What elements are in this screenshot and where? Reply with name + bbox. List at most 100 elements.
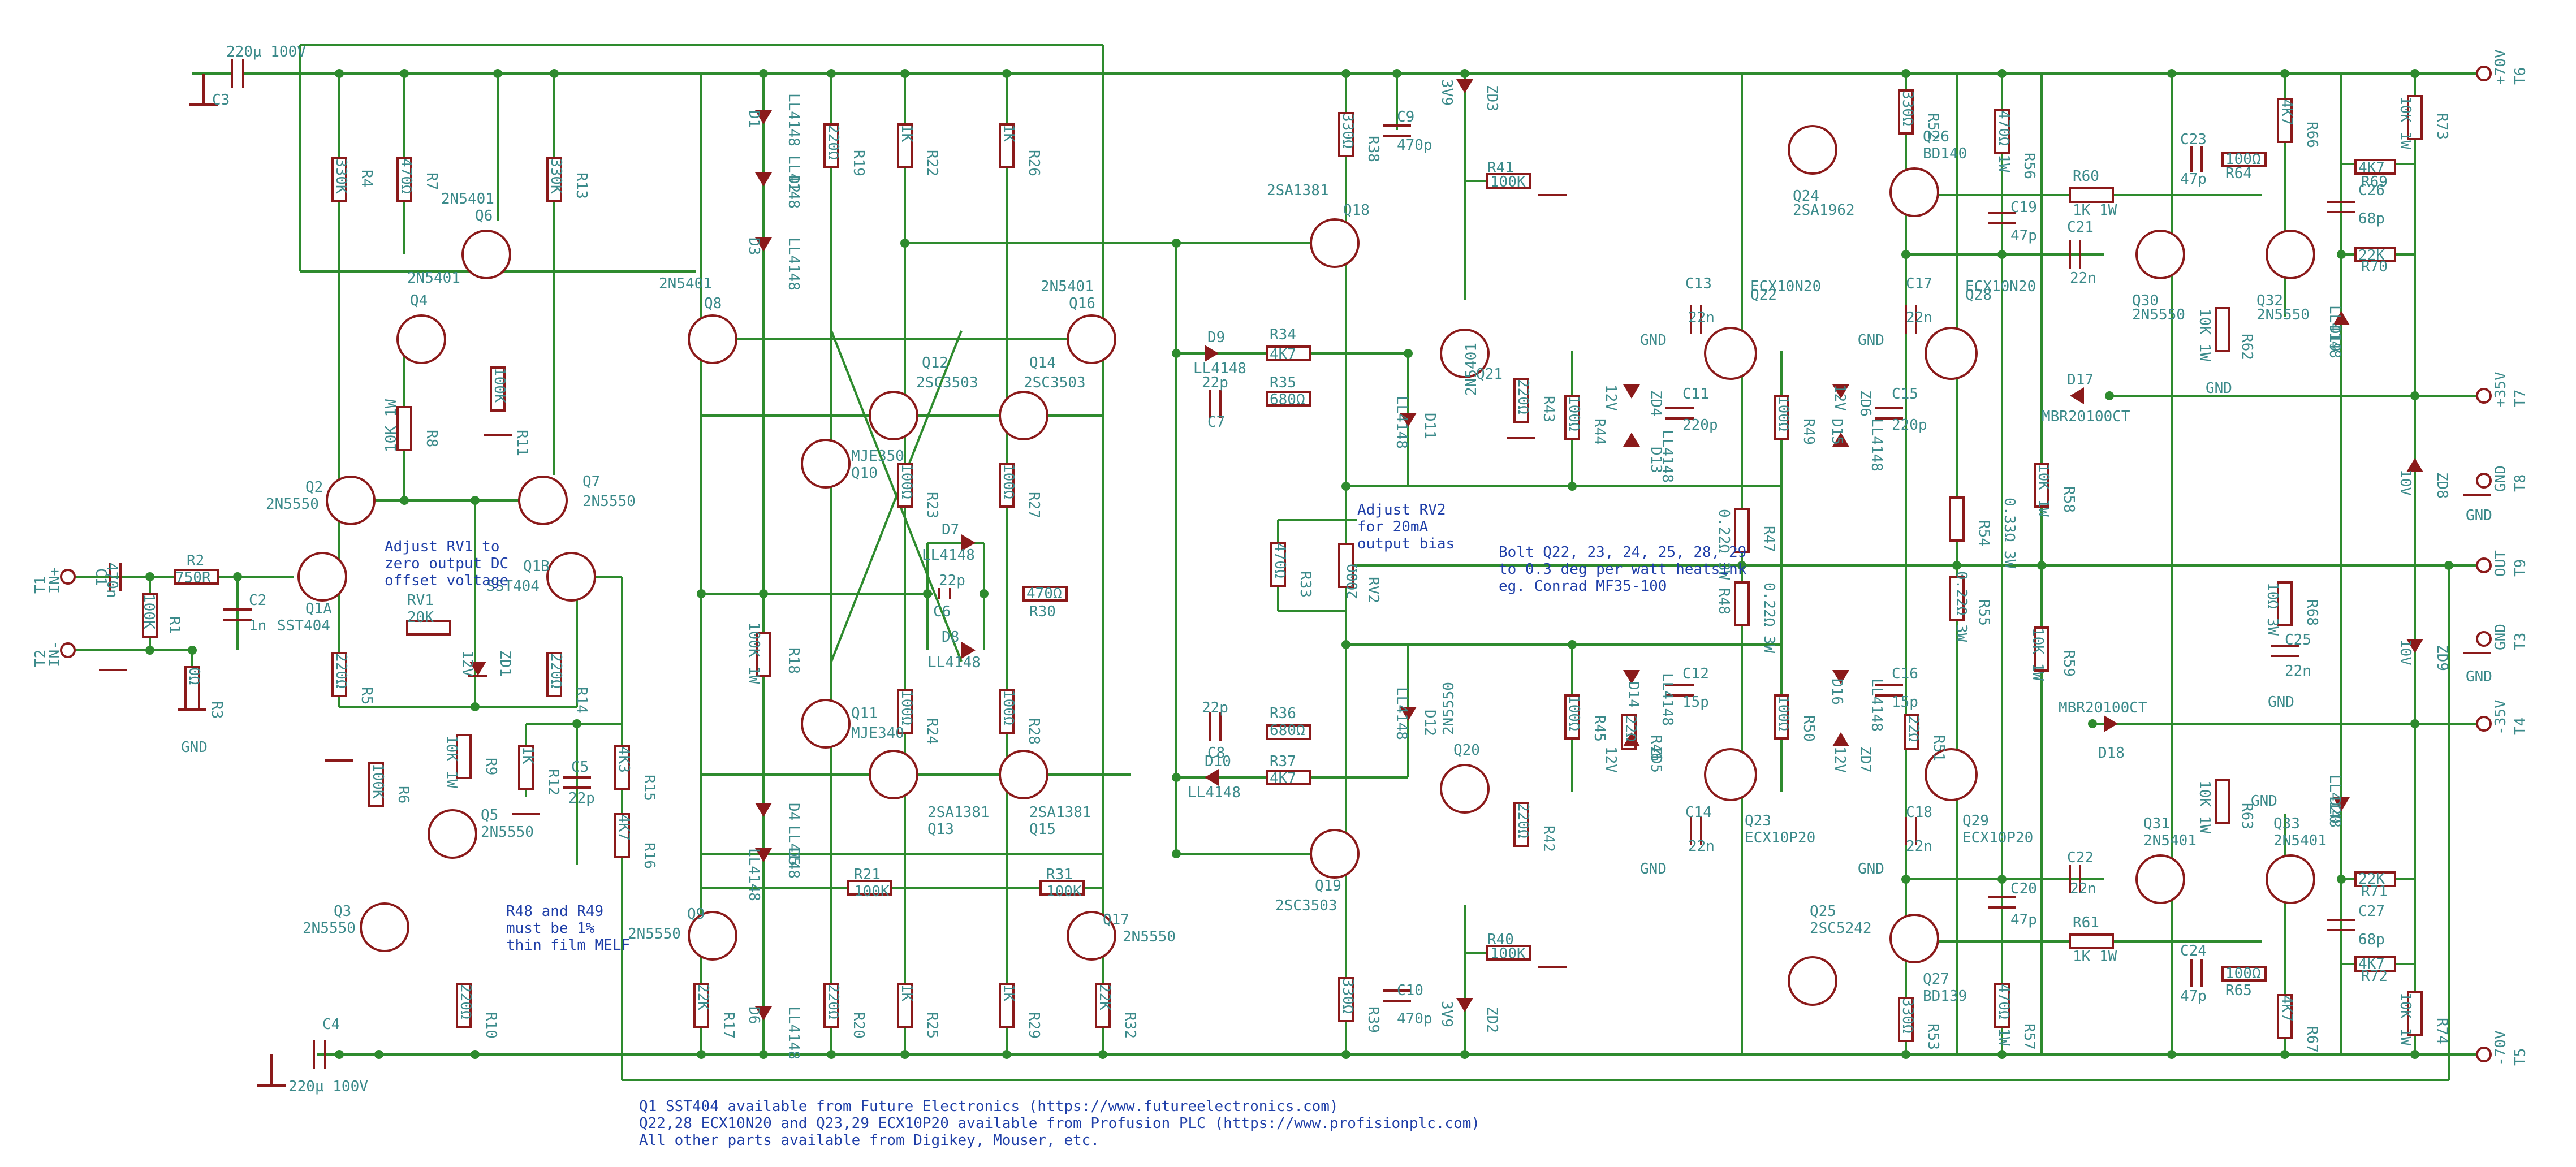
resistor-r24: [897, 689, 913, 734]
label-r51: R51: [1930, 735, 1947, 762]
label-r67v: 4K7: [2278, 995, 2295, 1022]
cap-c12: [1665, 684, 1694, 697]
label-r29: R29: [1025, 1012, 1042, 1039]
label-r23: R23: [924, 492, 940, 518]
note-r48-line3: thin film MELF: [506, 937, 630, 954]
resistor-r58: [2034, 463, 2049, 508]
label-r61: R61: [2073, 914, 2099, 931]
terminal-t4: [2476, 716, 2492, 732]
label-q23p: ECX10P20: [1745, 829, 1815, 846]
label-c5v: 22p: [568, 790, 595, 807]
label-r5v: 220Ω: [333, 653, 349, 689]
label-q11: Q11: [851, 705, 878, 722]
transistor-q24: [1788, 125, 1837, 175]
transistor-q27: [1889, 914, 1939, 963]
label-d17: D17: [2067, 371, 2094, 388]
cap-c24: [2190, 959, 2203, 987]
label-r21: R21: [854, 866, 881, 883]
label-r5: R5: [358, 687, 375, 704]
label-r18v: 100K 1W: [745, 622, 762, 684]
output-label: OUT: [2492, 550, 2509, 577]
resistor-r54: [1949, 496, 1965, 542]
label-d15: D15: [1828, 418, 1845, 445]
label-q26: Q26: [1923, 128, 1949, 145]
resistor-r10: [456, 983, 472, 1028]
label-r25v: 1K: [898, 984, 915, 1002]
resistor-r41: [1486, 173, 1531, 189]
cap-c23: [2190, 146, 2203, 172]
label-c3: C3: [212, 92, 230, 109]
label-r26v: 1K: [1000, 124, 1017, 142]
label-q31p: 2N5401: [2143, 832, 2197, 849]
resistor-r43: [1513, 378, 1529, 423]
cap-c16: [1875, 684, 1903, 697]
label-r36v: 680Ω: [1270, 722, 1305, 739]
label-q9: Q9: [687, 906, 705, 923]
label-q1a: Q1A: [305, 600, 332, 617]
label-q21p: 2N5401: [1463, 343, 1480, 396]
resistor-r67: [2277, 994, 2293, 1039]
label-q19: Q19: [1315, 878, 1341, 894]
label-rv2: RV2: [1365, 577, 1382, 603]
label-r30v: 470Ω: [1026, 585, 1062, 602]
label-q17: Q17: [1103, 911, 1129, 928]
label-r20: R20: [850, 1012, 867, 1039]
resistor-r8: [396, 406, 412, 451]
label-zd4v: 12V: [1602, 384, 1619, 411]
label-r68: R68: [2303, 599, 2320, 626]
label-c11v: 220p: [1682, 417, 1718, 434]
resistor-r38: [1338, 112, 1354, 157]
note-r48-line2: must be 1%: [506, 920, 595, 937]
cap-c25: [2271, 645, 2299, 657]
transistor-q13: [869, 750, 918, 799]
label-q13: Q13: [927, 821, 954, 838]
cap-c1: [109, 563, 122, 591]
label-r16: R16: [641, 842, 658, 869]
label-r34v: 4K7: [1270, 346, 1296, 363]
label-d9p: LL4148: [1193, 360, 1246, 377]
label-r9v: 10K 1W: [443, 735, 460, 788]
label-r40: R40: [1487, 931, 1514, 948]
rail-neg35-label: -35V: [2492, 699, 2509, 735]
label-zd3v: 3V9: [1438, 79, 1455, 106]
label-c26: C26: [2358, 182, 2385, 199]
label-q17p: 2N5550: [1123, 928, 1176, 945]
label-r1: R1: [166, 616, 183, 634]
cap-c4: [257, 1040, 326, 1087]
label-q1bp: SST404: [486, 578, 540, 595]
resistor-r37: [1266, 770, 1311, 785]
label-r23v: 100Ω: [898, 464, 915, 499]
label-zd7v: 12V: [1831, 746, 1848, 773]
resistor-r34: [1266, 345, 1311, 361]
label-c15v: 220p: [1892, 417, 1927, 434]
label-d1: D1: [745, 110, 762, 128]
terminal-t1: [60, 569, 76, 585]
label-q32p: 2N5550: [2256, 306, 2310, 323]
label-r54: R54: [1975, 520, 1992, 547]
label-r41v: 100K: [1490, 174, 1526, 191]
label-q10p: MJE350: [851, 448, 904, 465]
label-r2v: 750R: [175, 569, 211, 586]
label-gnd-t8: GND: [2466, 507, 2492, 524]
label-d8: D8: [942, 629, 959, 646]
cap-c10: [1383, 989, 1411, 1002]
transistor-q19: [1310, 829, 1360, 879]
label-q14p: 2SC3503: [1024, 374, 1086, 391]
note-bolt-line1: Bolt Q22, 23, 24, 25, 28, 29: [1499, 544, 1746, 561]
label-rv2v: 200Ω: [1344, 564, 1361, 599]
label-d18p: MBR20100CT: [2059, 699, 2147, 716]
label-c24v: 47p: [2180, 988, 2207, 1005]
label-r59v: 10K 1W: [2029, 628, 2046, 681]
label-d7: D7: [942, 521, 959, 538]
label-d15p: LL4148: [1868, 418, 1885, 472]
label-r37v: 4K7: [1270, 770, 1296, 787]
label-gnd1: GND: [181, 739, 208, 756]
zener-zd5: [1623, 732, 1640, 746]
label-d20p: LL4148: [2326, 775, 2343, 828]
transistor-q32: [2266, 230, 2315, 279]
terminal-t3-label: T3: [2512, 633, 2529, 650]
label-r49: R49: [1800, 418, 1817, 445]
label-gnd-c13: GND: [1640, 332, 1667, 349]
label-c4: C4: [322, 1016, 340, 1033]
